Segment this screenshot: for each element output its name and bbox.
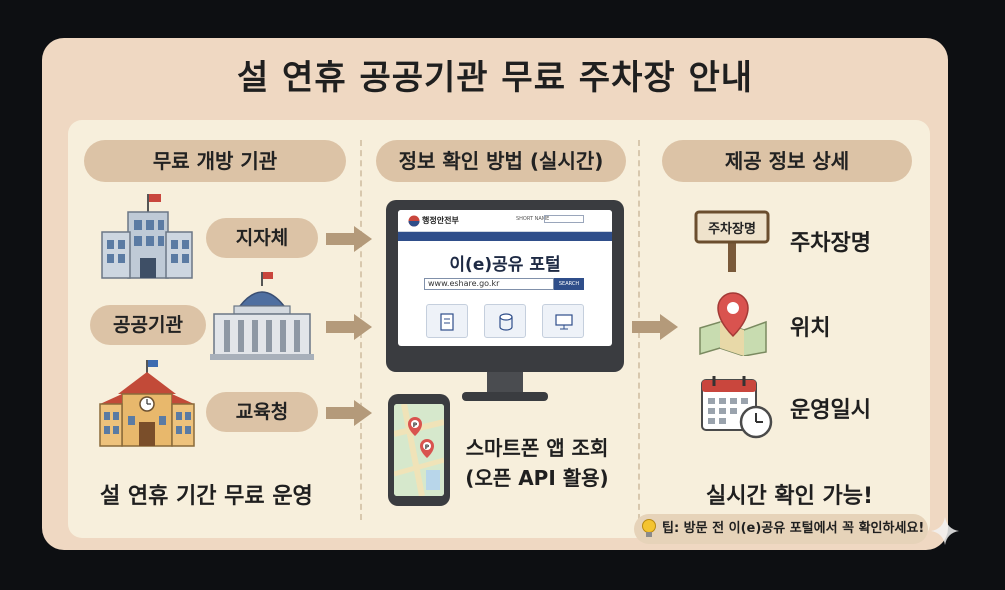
middle-column-header: 정보 확인 방법 (실시간) xyxy=(376,140,626,182)
map-roads-icon: P P xyxy=(394,404,444,496)
detail-parking-name: 주차장명 xyxy=(790,231,871,256)
portal-search-button: SEARCH xyxy=(554,278,584,290)
item-public-institution: 공공기관 xyxy=(90,305,206,345)
page-title: 설 연휴 공공기관 무료 주차장 안내 xyxy=(236,58,754,98)
sparkle-icon xyxy=(931,517,959,545)
portal-tile-database xyxy=(484,304,526,338)
document-icon xyxy=(440,313,454,331)
city-hall-icon xyxy=(101,194,193,279)
portal-tile-document xyxy=(426,304,468,338)
monitor-stand xyxy=(487,372,523,394)
phone-caption-line-1: 스마트폰 앱 조회 xyxy=(465,436,609,460)
lightbulb-icon xyxy=(642,519,656,537)
left-column-header: 무료 개방 기관 xyxy=(84,140,346,182)
arrow-right-icon xyxy=(326,400,372,426)
database-icon xyxy=(499,313,513,331)
portal-title: 이(e)공유 포털 xyxy=(449,255,561,275)
right-column-header: 제공 정보 상세 xyxy=(662,140,912,182)
map-pin-icon xyxy=(699,292,767,356)
portal-logo: 행정안전부 xyxy=(422,216,459,225)
phone-map-screen: P P xyxy=(394,404,444,496)
arrow-right-icon xyxy=(326,314,372,340)
portal-search-label: SHORT NAME xyxy=(516,216,550,222)
capitol-building-icon xyxy=(210,272,314,360)
item-education-office: 교육청 xyxy=(206,392,318,432)
svg-text:P: P xyxy=(413,422,418,429)
portal-url-field: www.eshare.go.kr xyxy=(424,278,554,290)
monitor-base xyxy=(462,392,548,401)
detail-location: 위치 xyxy=(790,316,831,341)
arrow-right-icon xyxy=(326,226,372,252)
portal-screen: 행정안전부 SHORT NAME 이(e)공유 포털 www.eshare.go… xyxy=(398,210,612,346)
right-footer-text: 실시간 확인 가능! xyxy=(706,484,874,509)
portal-nav-bar xyxy=(398,232,612,241)
arrow-right-icon xyxy=(632,314,678,340)
screen-icon xyxy=(555,314,573,330)
tip-banner: 팁: 방문 전 이(e)공유 포털에서 꼭 확인하세요! xyxy=(634,514,928,544)
item-local-government: 지자체 xyxy=(206,218,318,258)
signpost-label: 주차장명 xyxy=(708,222,756,237)
tip-text: 팁: 방문 전 이(e)공유 포털에서 꼭 확인하세요! xyxy=(662,521,925,536)
portal-tile-monitor xyxy=(542,304,584,338)
svg-text:P: P xyxy=(425,444,430,451)
calendar-clock-icon xyxy=(701,376,773,439)
phone-caption-line-2: (오픈 API 활용) xyxy=(465,466,609,490)
school-building-icon xyxy=(99,360,195,447)
signpost-icon xyxy=(694,210,770,272)
detail-operating-hours: 운영일시 xyxy=(790,398,871,423)
portal-search-box xyxy=(544,215,584,223)
government-emblem-icon xyxy=(408,215,420,227)
left-footer-text: 설 연휴 기간 무료 운영 xyxy=(100,484,313,509)
